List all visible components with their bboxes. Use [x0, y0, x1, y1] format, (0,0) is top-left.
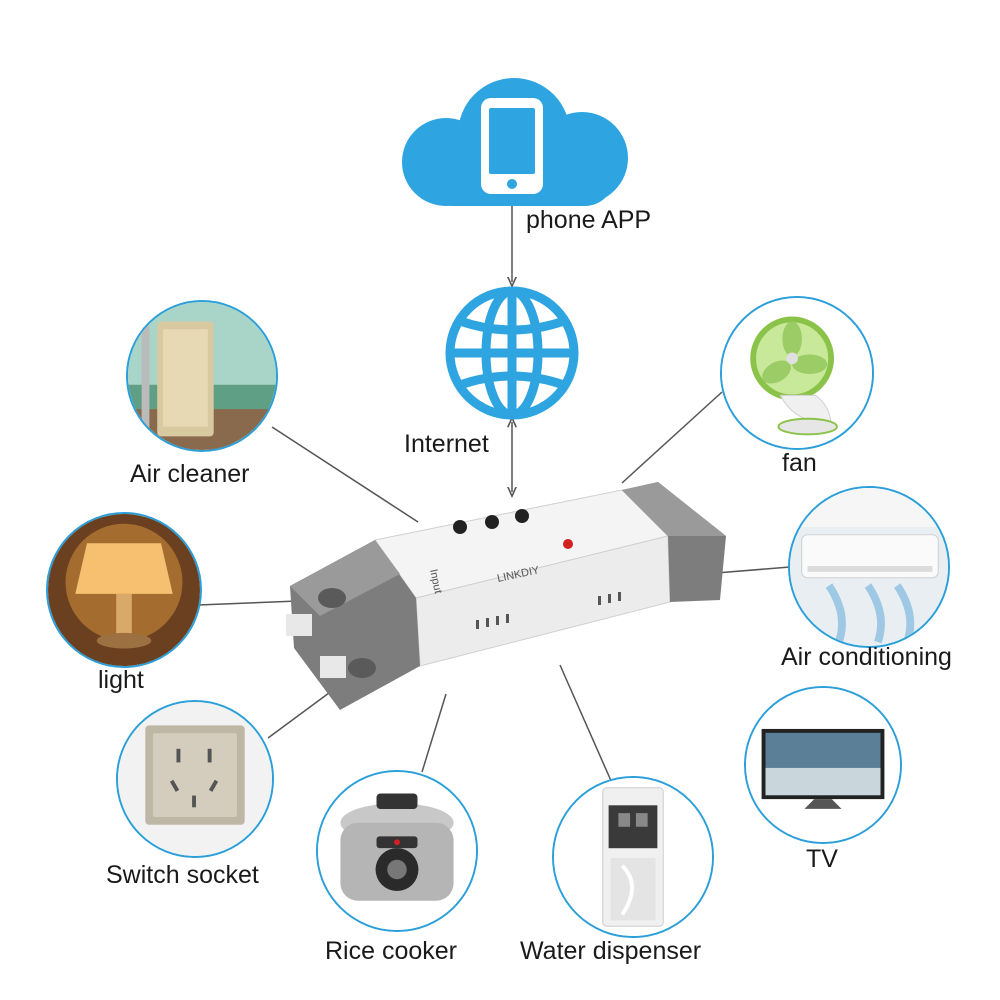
- fan-label: fan: [782, 449, 817, 477]
- socket-icon: [118, 702, 272, 856]
- water-dispenser-circle: [552, 776, 714, 938]
- switch-socket-label: Switch socket: [106, 861, 259, 889]
- device-input-text: Input: [427, 568, 444, 594]
- air-conditioning-label: Air conditioning: [781, 643, 952, 671]
- smart-switch-device: LINKDIY Input: [286, 482, 726, 710]
- rice-cooker-icon: [318, 772, 476, 930]
- tv-icon: [746, 688, 900, 842]
- line-air-conditioning: [715, 566, 791, 574]
- light-circle: [46, 512, 202, 668]
- air-cleaner-label: Air cleaner: [130, 460, 250, 488]
- line-air-cleaner: [271, 426, 419, 523]
- air-cleaner-icon: [128, 302, 276, 450]
- water-dispenser-label: Water dispenser: [520, 937, 702, 965]
- line-fan: [621, 391, 723, 484]
- air-conditioning-circle: [788, 486, 950, 648]
- line-light: [197, 600, 299, 606]
- phone-app-label: phone APP: [526, 206, 652, 234]
- fan-circle: [720, 296, 874, 450]
- line-water-dispenser: [559, 664, 613, 784]
- globe-icon: [445, 286, 579, 420]
- air-cleaner-circle: [126, 300, 278, 452]
- air-conditioner-icon: [790, 488, 948, 646]
- cloud-phone-graphic: [402, 78, 628, 206]
- tv-label: TV: [806, 845, 838, 873]
- line-switch-socket: [267, 689, 334, 739]
- tv-circle: [744, 686, 902, 844]
- water-dispenser-icon: [554, 778, 712, 936]
- internet-label: Internet: [404, 430, 489, 458]
- rice-cooker-label: Rice cooker: [325, 937, 457, 965]
- phone-icon: [481, 98, 543, 194]
- rice-cooker-circle: [316, 770, 478, 932]
- switch-socket-circle: [116, 700, 274, 858]
- light-label: light: [98, 666, 144, 694]
- fan-icon: [722, 298, 872, 448]
- lamp-icon: [48, 514, 200, 666]
- line-rice-cooker: [421, 693, 447, 773]
